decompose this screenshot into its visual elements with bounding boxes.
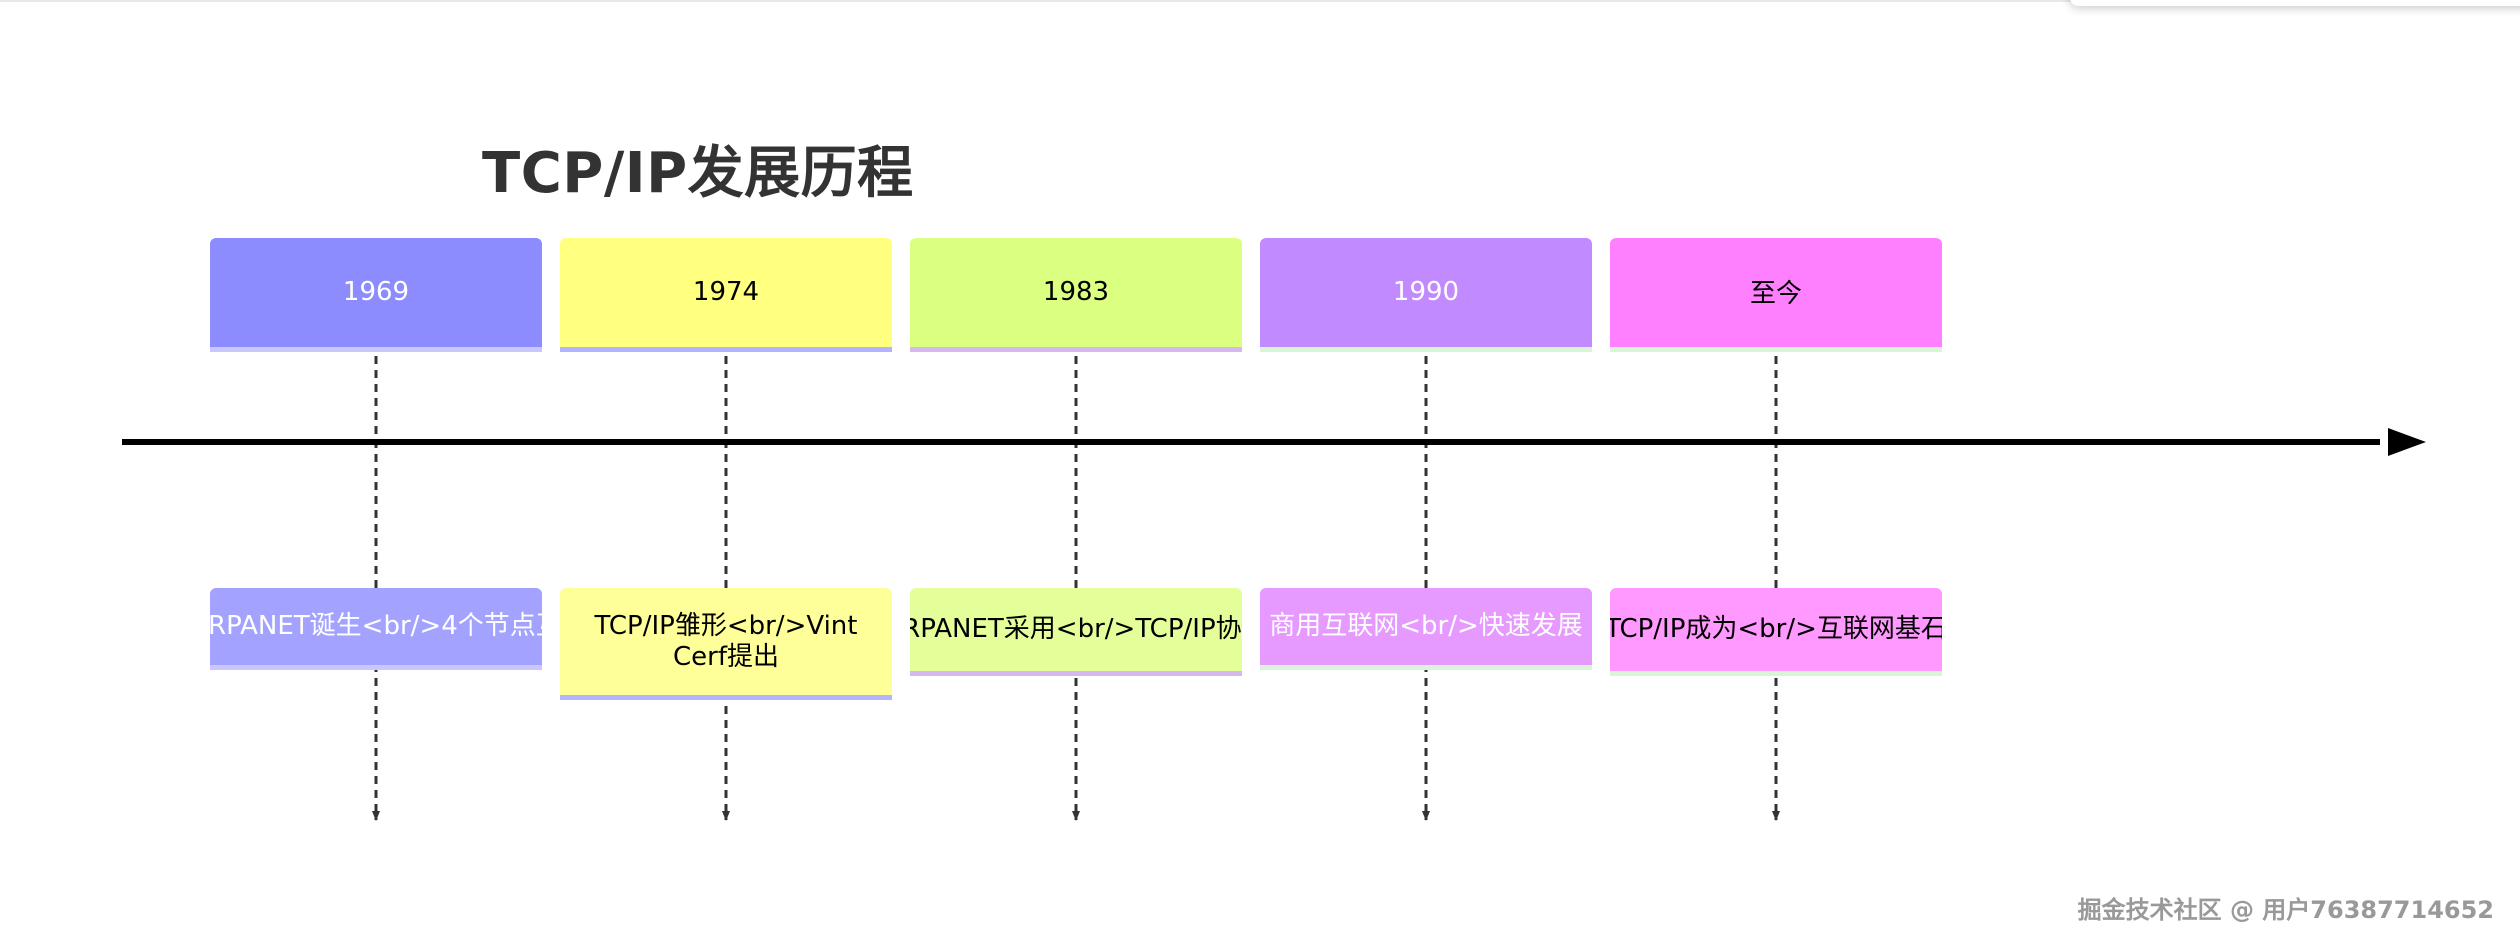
period-label: 至今 [1749,279,1802,309]
event-box-0: ARPANET诞生<br/>4个节点互 [210,588,542,670]
event-box-2: ARPANET采用<br/>TCP/IP协议 [910,588,1242,676]
event-text: TCP/IP雏形<br/>Vint Cerf提出 [594,610,858,672]
overlay-panel-edge [2070,0,2520,6]
period-label: 1974 [692,276,760,307]
timeline-arrow-icon [2388,428,2426,456]
period-box-3: 1990 [1260,238,1592,352]
diagram-title: TCP/IP发展历程 [482,141,914,206]
period-box-2: 1983 [910,238,1242,352]
event-text: 商用互联网<br/>快速发展 [1269,611,1583,641]
period-label: 1969 [342,276,410,307]
event-text: ARPANET采用<br/>TCP/IP协议 [910,614,1242,644]
period-label: 1983 [1042,276,1110,307]
period-label: 1990 [1392,276,1460,307]
period-box-0: 1969 [210,238,542,352]
top-divider [0,0,2520,2]
event-box-4: TCP/IP成为<br/>互联网基石 [1610,588,1942,676]
event-text: TCP/IP成为<br/>互联网基石 [1610,614,1942,644]
period-box-1: 1974 [560,238,892,352]
event-text: ARPANET诞生<br/>4个节点互 [210,611,542,641]
watermark-footer: 掘金技术社区 @ 用户76387714652 [2077,896,2494,924]
event-box-1: TCP/IP雏形<br/>Vint Cerf提出 [560,588,892,700]
period-box-4: 至今 [1610,238,1942,352]
event-box-3: 商用互联网<br/>快速发展 [1260,588,1592,670]
